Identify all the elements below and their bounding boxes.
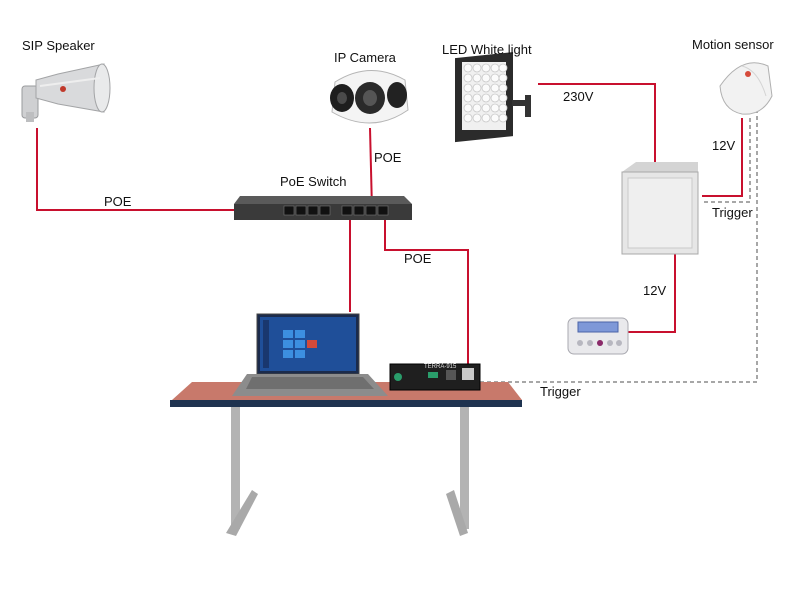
device-trigger-line (480, 112, 758, 383)
sip-speaker-label: SIP Speaker (22, 38, 95, 53)
sensor-trigger-line (702, 118, 751, 203)
trigger-sensor-label: Trigger (712, 205, 753, 220)
sip-speaker-icon (21, 63, 111, 122)
poe-device-label: POE (404, 251, 432, 266)
trigger-lines (480, 112, 758, 383)
poe-camera-label: POE (374, 150, 402, 165)
switch-device-line (384, 218, 469, 372)
ip-camera-label: IP Camera (334, 50, 396, 65)
sensor-12v-line (702, 118, 743, 197)
enclosure-box-icon (621, 162, 699, 255)
motion-sensor-icon (719, 62, 773, 115)
led-230v-line (538, 83, 656, 165)
device-brand-label: TERRA-915 (424, 364, 457, 370)
speaker-poe-line (36, 128, 295, 211)
12v-sensor-label: 12V (712, 138, 736, 153)
12v-panel-label: 12V (643, 283, 667, 298)
control-panel-icon (567, 317, 629, 355)
poe-switch-icon (234, 196, 412, 220)
motion-sensor-label: Motion sensor (692, 37, 774, 52)
panel-12v-line (628, 252, 676, 333)
poe-switch-label: PoE Switch (280, 174, 347, 189)
ip-camera-icon (330, 70, 409, 124)
led-light-label: LED White light (442, 42, 532, 57)
controller-device-icon (389, 363, 481, 391)
poe-speaker-label: POE (104, 194, 132, 209)
trigger-device-label: Trigger (540, 384, 581, 399)
table-icon (170, 382, 522, 536)
led-light-icon (455, 52, 531, 143)
230v-label: 230V (563, 89, 594, 104)
connections (36, 83, 743, 372)
laptop-icon (232, 313, 388, 396)
